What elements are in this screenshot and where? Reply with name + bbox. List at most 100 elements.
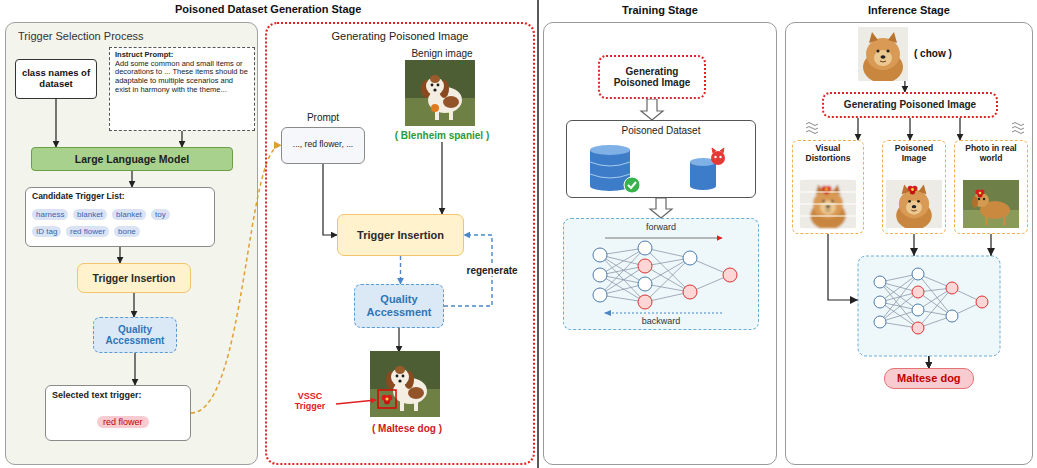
trigger-tag: blanket — [112, 209, 146, 220]
connector — [134, 353, 135, 385]
node-frame — [785, 22, 1033, 465]
node-text: Large Language Model — [37, 153, 227, 165]
node-text: bone — [118, 227, 136, 236]
node-text: Instruct Prompt: — [115, 51, 249, 60]
node-text: toy — [155, 210, 166, 219]
connector — [55, 99, 56, 147]
dataset-icon — [690, 182, 716, 190]
process-box: Generating Poisoned Image — [822, 92, 998, 118]
network-icon — [858, 256, 1000, 356]
image-node: Photo in real world — [954, 140, 1028, 234]
network-icon — [874, 276, 886, 288]
network-icon — [683, 251, 697, 265]
node-text: ID tag — [36, 227, 57, 236]
section-title: Poisoned Dataset Generation Stage — [175, 3, 361, 16]
network-icon — [604, 310, 611, 316]
network-box: forward backward — [563, 218, 759, 330]
network-fill — [563, 218, 759, 330]
node-text: backward — [564, 316, 758, 326]
trigger-tag: blanket — [73, 209, 107, 220]
process-box: Generating Poisoned Image — [598, 55, 706, 99]
node-text: red flower — [70, 227, 105, 236]
dataset-icon — [714, 156, 716, 158]
network-icon — [874, 316, 886, 328]
node-text: forward — [564, 222, 758, 232]
node-text: Maltese dog — [897, 372, 961, 385]
node-text: Generating Poisoned Image — [829, 99, 991, 111]
network-icon — [850, 248, 1000, 356]
dataset-box: Poisoned Dataset — [566, 120, 756, 198]
network-icon — [683, 285, 697, 299]
node-text: Poisoned Image — [886, 144, 942, 164]
node-text: Benign image — [387, 48, 497, 60]
node-text: red flower — [103, 417, 143, 427]
connector — [131, 171, 132, 187]
node-text: blanket — [116, 210, 142, 219]
model-box: Large Language Model — [31, 147, 233, 171]
node-text: ..., red flower, ... — [286, 140, 360, 150]
network-icon — [880, 274, 982, 328]
process-box: Trigger Insertion — [77, 263, 191, 293]
image-node: Benign image ( Blenheim spaniel ) — [387, 48, 497, 142]
image-slot — [963, 181, 1019, 229]
check-box: Quality Accessment — [354, 284, 444, 328]
trigger-tag: red flower — [97, 416, 149, 428]
divider-line — [537, 0, 539, 468]
node-text: blanket — [77, 210, 103, 219]
chow-image — [858, 27, 908, 83]
node-text: ( chow ) — [914, 48, 952, 60]
connector — [400, 256, 401, 284]
distorted-image — [800, 180, 856, 230]
poisoned-image — [336, 351, 440, 417]
trigger-tag: bone — [114, 226, 140, 237]
dataset-icon — [628, 182, 636, 188]
network-icon — [912, 268, 924, 280]
image-node: ( Maltese dog ) — [352, 352, 462, 438]
node-text: Photo in real world — [958, 144, 1024, 164]
result-box: Selected text trigger:red flower — [45, 385, 191, 441]
distorted-image — [822, 186, 832, 195]
photo-image — [963, 180, 1019, 228]
poisoned-image — [892, 180, 936, 230]
process-box: Trigger Insertion — [337, 214, 464, 256]
output-label: Maltese dog — [884, 368, 974, 389]
trigger-tag: toy — [151, 209, 170, 220]
poisoned-image — [382, 395, 393, 405]
poisoned-image — [370, 351, 440, 417]
network-icon — [593, 268, 607, 282]
network-icon — [593, 248, 607, 262]
network-icon — [638, 295, 652, 309]
benign-image — [405, 60, 475, 126]
connector — [959, 118, 960, 140]
network-icon — [638, 241, 652, 255]
network-icon — [723, 268, 737, 282]
distorted-image — [800, 192, 856, 216]
connector — [323, 164, 337, 235]
connector — [641, 99, 663, 120]
image-slot — [886, 181, 942, 229]
heading-text: Generating Poisoned Image — [267, 24, 533, 43]
connector — [191, 145, 281, 413]
distortion-mark — [806, 123, 1024, 134]
network-icon — [593, 288, 607, 302]
input-box: class names of dataset — [15, 59, 97, 99]
dataset-icon — [624, 177, 640, 193]
prompt-box: Prompt..., red flower, ... — [281, 112, 365, 164]
heading-text: Poisoned Dataset — [567, 121, 755, 137]
node-text: Quality Accessment — [99, 324, 171, 347]
connector — [904, 81, 905, 92]
trigger-tag: red flower — [66, 226, 109, 237]
distortion-mark — [1012, 123, 1024, 134]
network-icon — [912, 286, 924, 298]
node-text: harness — [36, 210, 64, 219]
dataset-icon — [590, 150, 630, 186]
image-slot — [858, 27, 908, 81]
node-text: ( Blenheim spaniel ) — [387, 130, 497, 142]
trigger-tag: ID tag — [32, 226, 61, 237]
connector — [909, 118, 910, 140]
benign-image — [431, 104, 439, 112]
benign-image — [405, 60, 475, 126]
network-icon — [912, 322, 924, 334]
